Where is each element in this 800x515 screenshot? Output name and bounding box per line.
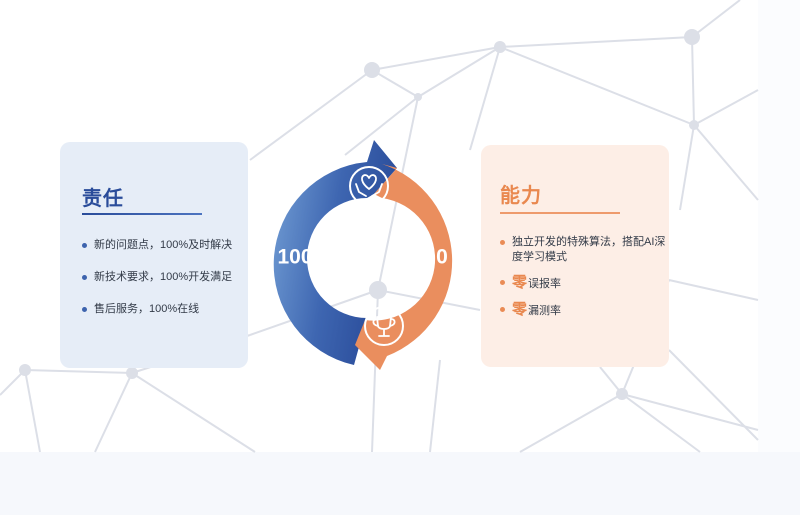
bullet-dot [500,240,505,245]
network-nodes [19,29,700,400]
hands-heart-icon-ring [349,166,389,206]
list-item: 独立开发的特殊算法，搭配AI深度学习模式 [500,235,666,265]
hands-heart-icon [355,174,383,197]
responsibility-card: 责任 新的问题点，100%及时解决 新技术要求，100%开发满足 售后服务，10… [60,142,248,368]
item-text: 独立开发的特殊算法，搭配AI深度学习模式 [512,236,666,263]
list-item: 新的问题点，100%及时解决 [82,238,242,253]
capability-card: 能力 独立开发的特殊算法，搭配AI深度学习模式 零误报率 零漏测率 [481,145,669,367]
right-value: 0 [436,246,448,269]
zero-prefix: 零 [512,274,528,291]
right-arrow-segment [355,164,453,370]
item-text: 新技术要求，100%开发满足 [94,271,233,283]
title-underline [500,212,620,214]
capability-list: 独立开发的特殊算法，搭配AI深度学习模式 零误报率 零漏测率 [500,235,666,329]
item-text: 售后服务，100%在线 [94,303,200,315]
item-text: 漏测率 [528,305,562,317]
trophy-icon-ring [364,306,404,346]
list-item: 零漏测率 [500,302,666,319]
responsibility-list: 新的问题点，100%及时解决 新技术要求，100%开发满足 售后服务，100%在… [82,238,242,334]
bullet-dot [82,243,87,248]
list-item: 零误报率 [500,275,666,292]
footer-band [0,452,800,515]
trophy-icon [372,316,396,337]
right-gutter [758,0,800,452]
item-text: 新的问题点，100%及时解决 [94,239,233,251]
bullet-dot [82,275,87,280]
left-value: 100 [277,246,312,269]
title-underline [82,213,202,215]
zero-prefix: 零 [512,301,528,318]
list-item: 新技术要求，100%开发满足 [82,270,242,285]
bullet-dot [82,307,87,312]
capability-title: 能力 [500,185,542,207]
responsibility-title: 责任 [82,188,124,210]
bullet-dot [500,280,505,285]
item-text: 误报率 [528,278,562,290]
bullet-dot [500,307,505,312]
cycle-diagram: 100 0 [273,140,453,370]
list-item: 售后服务，100%在线 [82,302,242,317]
